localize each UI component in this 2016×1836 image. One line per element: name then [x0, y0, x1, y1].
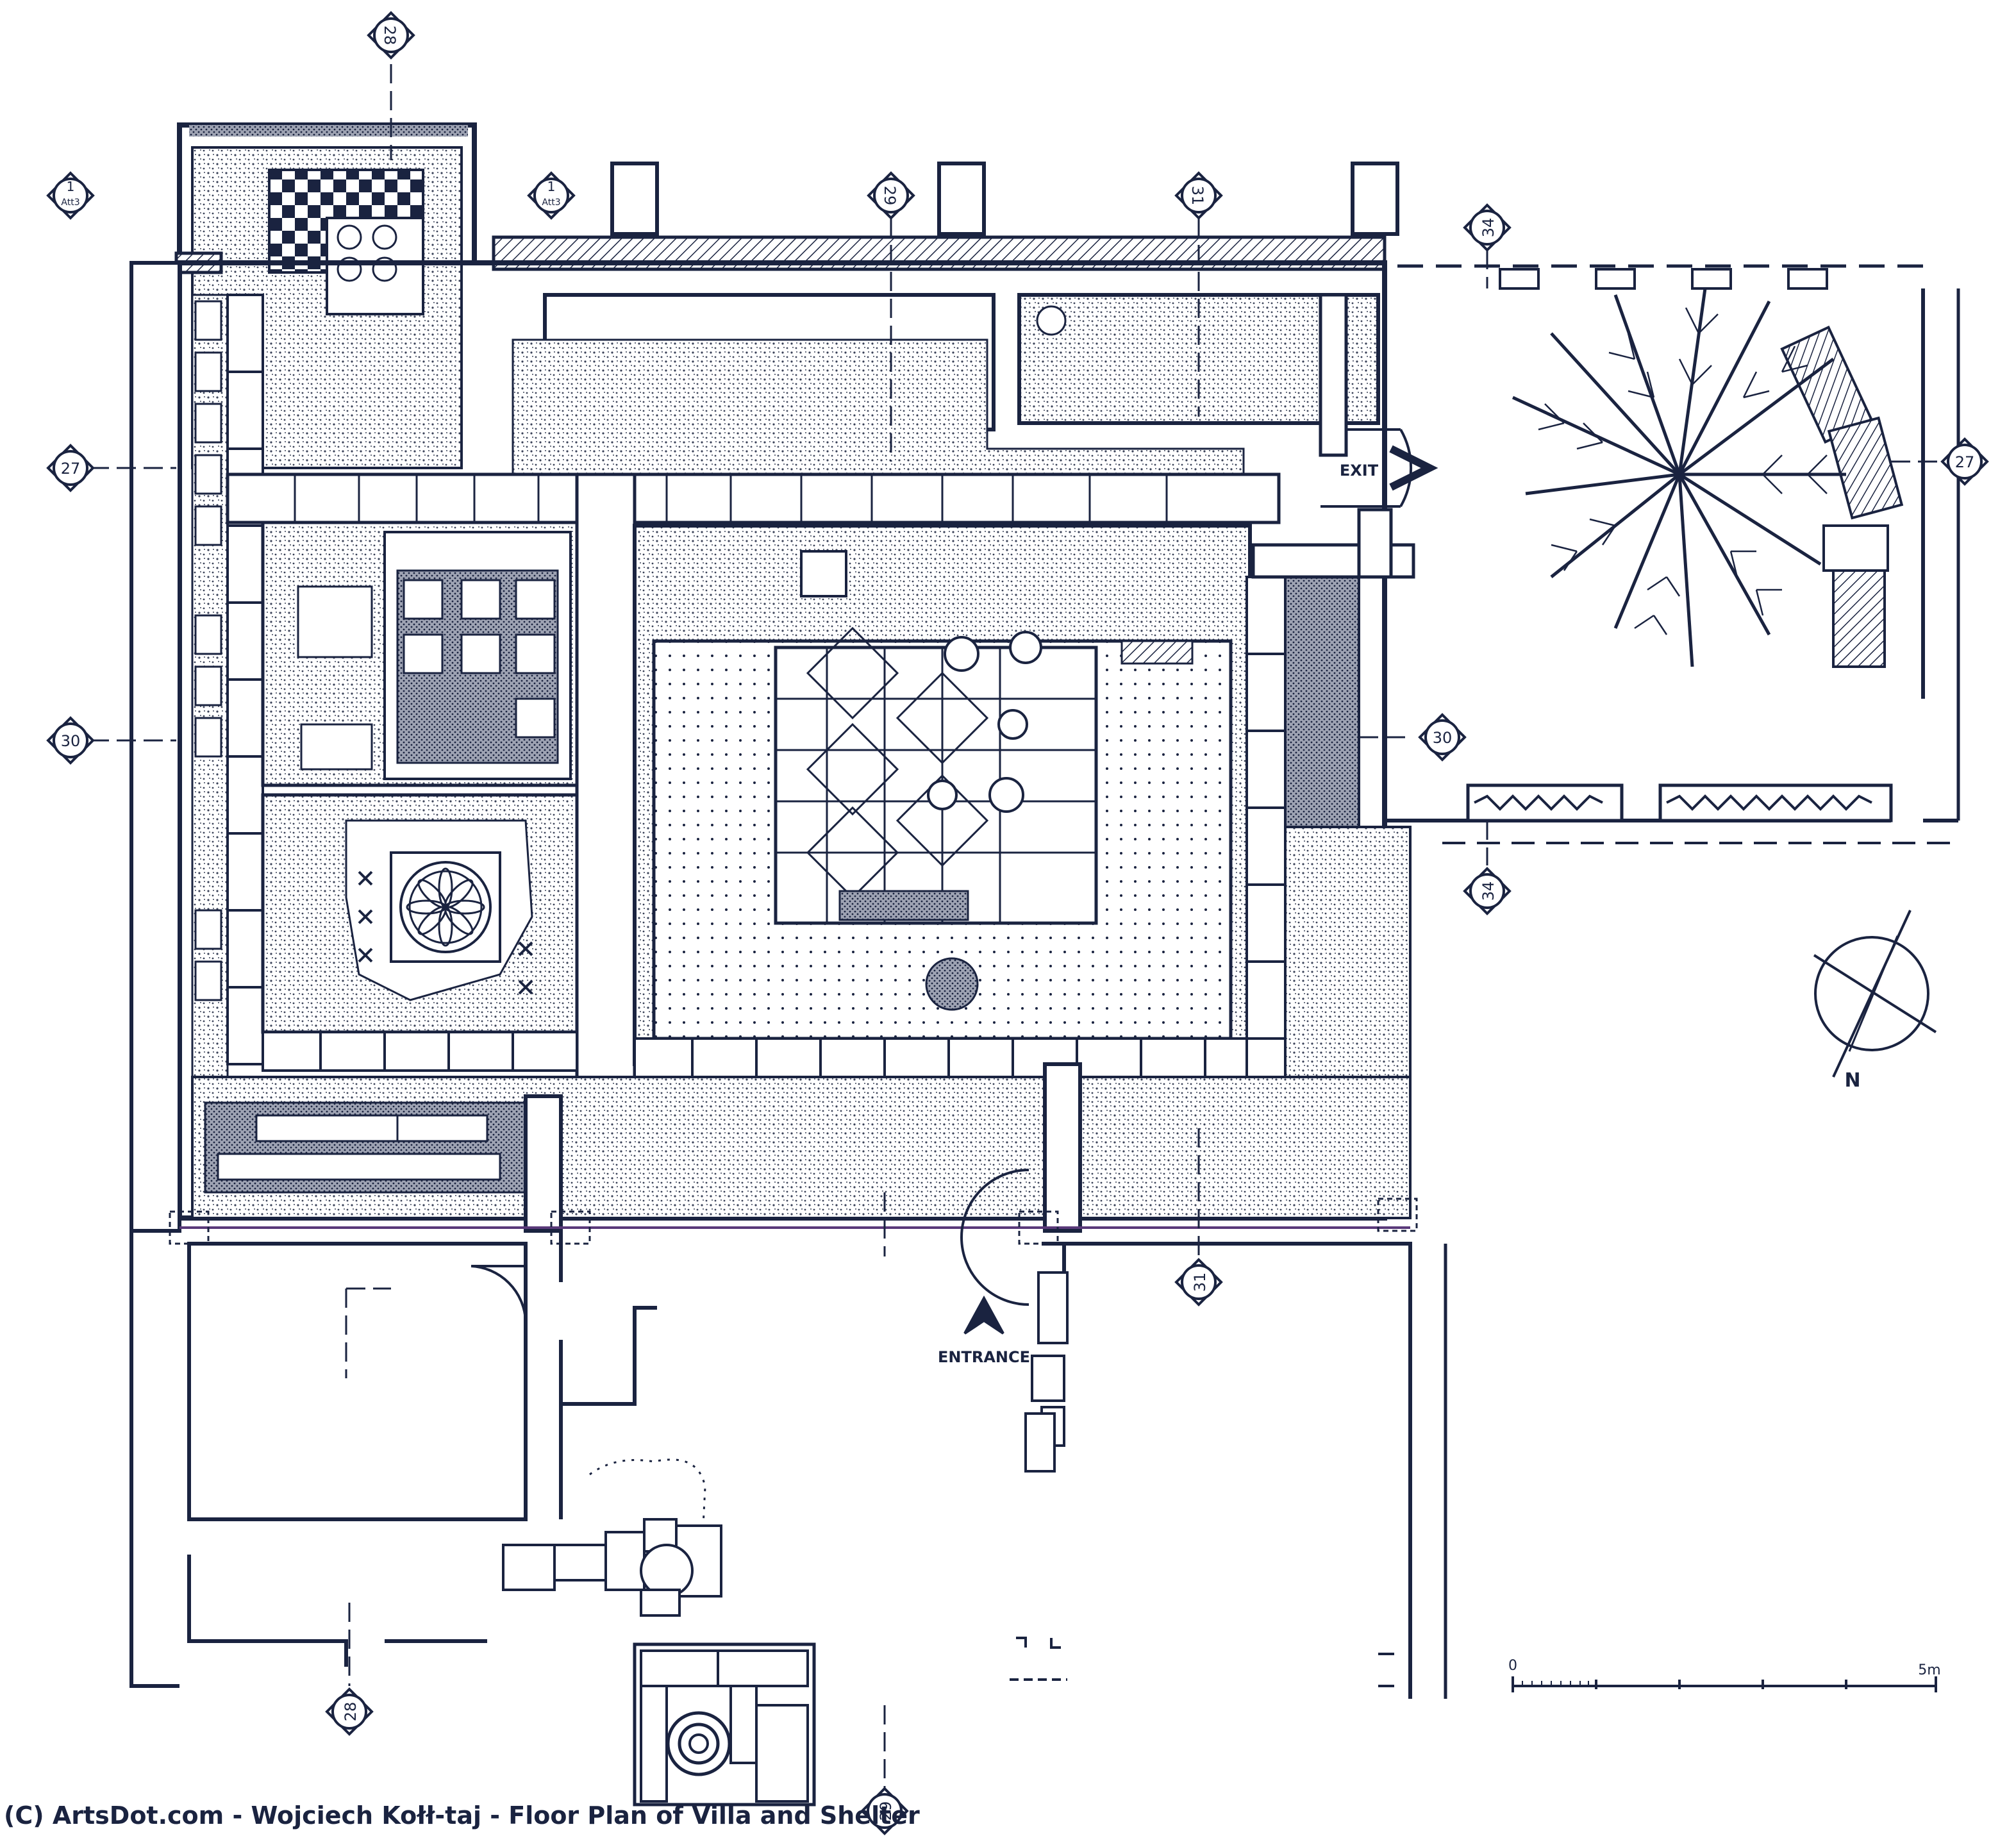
section-marker-31-bottom: 31 [1174, 1258, 1223, 1306]
scale-end-label: 5m [1918, 1662, 1940, 1678]
marker-label-34-mid: 34 [1479, 881, 1497, 901]
shelter-room [187, 1242, 528, 1521]
section-marker-29-top: 29 [867, 171, 915, 220]
marker-label-34-top: 34 [1479, 218, 1497, 238]
copyright-caption: (C) ArtsDot.com - Wojciech Kołł-taj - Fl… [4, 1801, 920, 1830]
section-marker-28-top: 28 [367, 11, 415, 60]
exit-label: EXIT [1340, 462, 1379, 480]
scale-start-label: 0 [1508, 1658, 1517, 1674]
section-marker-31-top: 31 [1174, 171, 1223, 220]
marker-label-1-left: 1 [67, 179, 75, 194]
palm-tree-icon [1512, 288, 1846, 667]
section-marker-34-mid: 34 [1463, 867, 1512, 915]
section-marker-34-top: 34 [1463, 203, 1512, 252]
marker-label-31-top: 31 [1188, 186, 1206, 206]
marker-label-28-top: 28 [381, 26, 399, 46]
marker-label-29-bottom: 29 [877, 1801, 895, 1821]
marker-label-29-top: 29 [881, 186, 899, 206]
marker-sub-1-right: Att3 [542, 197, 560, 208]
marker-label-31-bottom: 31 [1191, 1273, 1209, 1292]
marker-label-28-bottom: 28 [342, 1702, 360, 1722]
section-marker-30-right: 30 [1418, 713, 1467, 762]
marker-label-1-right: 1 [547, 179, 556, 194]
section-marker-30-left: 30 [46, 716, 95, 765]
section-marker-27-left: 27 [46, 444, 95, 492]
section-marker-1-left: 1 Att3 [46, 171, 95, 220]
exit-arrow-icon [1389, 445, 1438, 491]
marker-sub-1-left: Att3 [61, 197, 79, 208]
section-marker-1-right: 1 Att3 [527, 171, 576, 220]
marker-label-27-right: 27 [1955, 453, 1975, 471]
section-marker-29-bottom: 29 [860, 1787, 909, 1835]
marker-label-30-left: 30 [61, 732, 81, 750]
entrance-label: ENTRANCE [938, 1348, 1030, 1366]
entrance-arrow-icon [963, 1295, 1004, 1335]
section-marker-28-bottom: 28 [325, 1687, 374, 1736]
marker-label-30-right: 30 [1433, 729, 1453, 747]
section-marker-27-right: 27 [1940, 437, 1989, 486]
north-arrow-icon [1813, 910, 1937, 1078]
north-label: N [1844, 1069, 1860, 1092]
marker-label-27-left: 27 [61, 460, 81, 478]
scale-bar [1512, 1676, 1937, 1692]
